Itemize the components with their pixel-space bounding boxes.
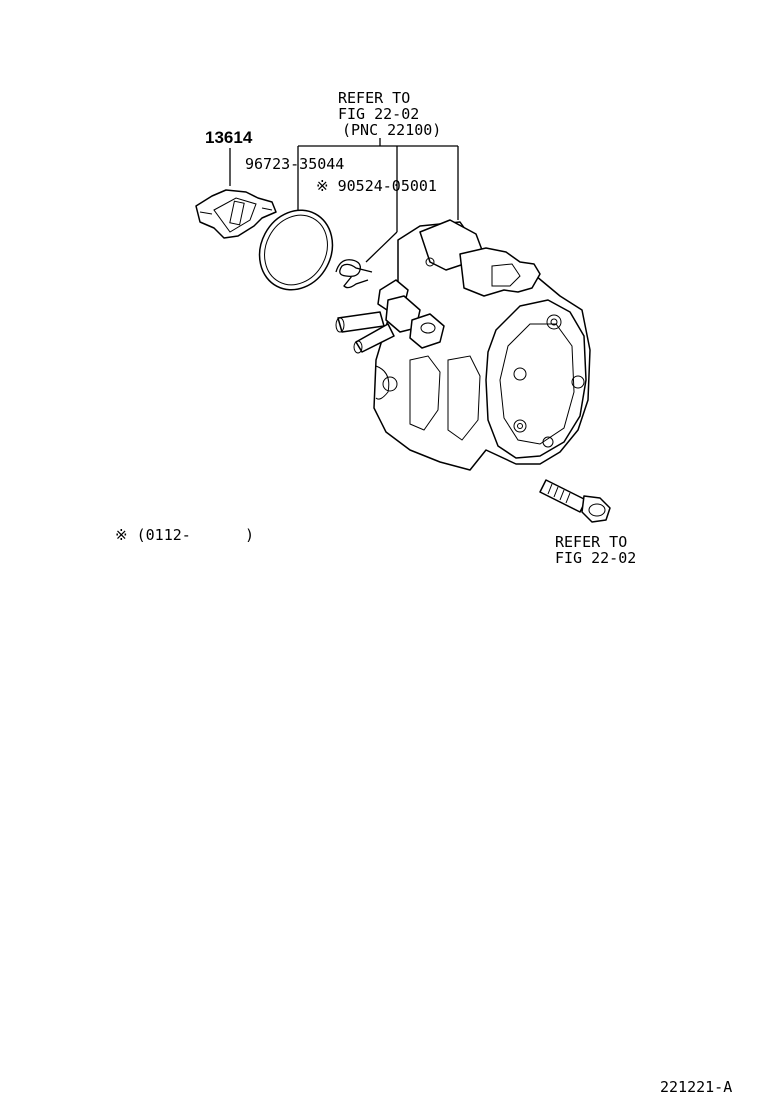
part-number-96723-35044: 96723-35044 xyxy=(245,155,344,173)
part-13614-drawing xyxy=(195,189,277,239)
o-ring-96723-35044 xyxy=(258,209,334,291)
date-range-note: ※ (0112- ) xyxy=(115,526,254,544)
refer-to-label-bottom-line1: REFER TO xyxy=(555,533,627,551)
refer-to-label-bottom-line2: FIG 22-02 xyxy=(555,549,636,567)
refer-to-label-top-line2: FIG 22-02 xyxy=(338,105,419,123)
part-number-13614: 13614 xyxy=(205,128,253,147)
bolt-drawing xyxy=(539,479,611,523)
figure-id: 221221-A xyxy=(660,1078,732,1096)
leader-lines-top xyxy=(229,138,459,263)
refer-to-label-top-line3: (PNC 22100) xyxy=(342,121,441,139)
pump-assembly-drawing xyxy=(335,219,591,471)
refer-to-label-top-line1: REFER TO xyxy=(338,89,410,107)
clip-90524-05001 xyxy=(335,259,373,289)
part-number-90524-05001: ※ 90524-05001 xyxy=(316,177,437,195)
